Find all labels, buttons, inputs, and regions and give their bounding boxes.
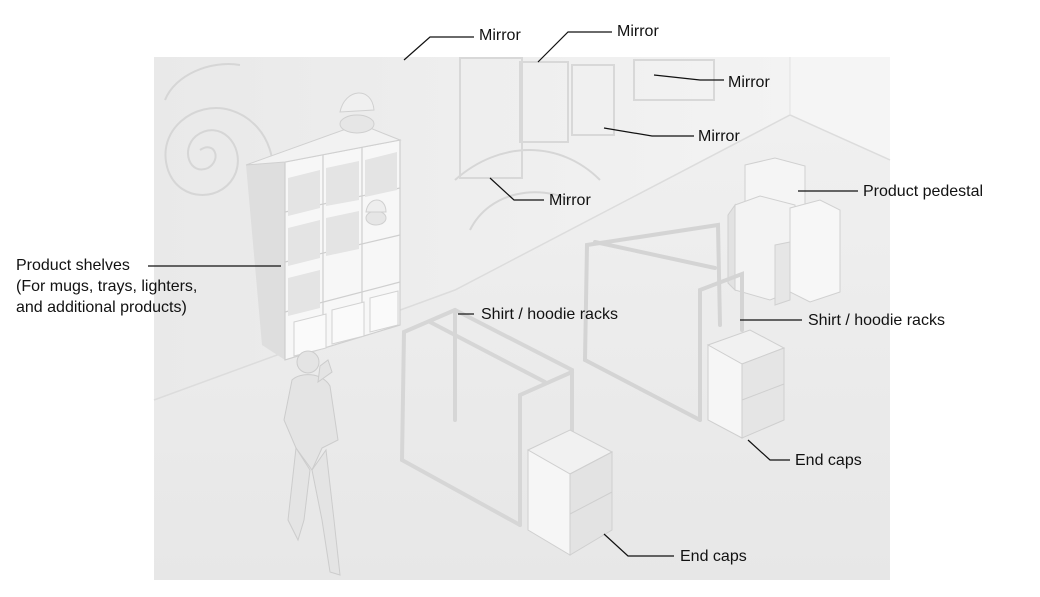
leader-mirror-5 <box>489 177 544 201</box>
leader-mirror-4 <box>603 127 694 137</box>
leader-end-caps-right <box>747 439 790 461</box>
label-end-caps-right: End caps <box>795 452 862 469</box>
product-shelves <box>245 92 402 361</box>
label-product-pedestal: Product pedestal <box>863 183 984 200</box>
leader-mirror-1 <box>403 36 474 61</box>
floor <box>154 115 890 580</box>
label-product-shelves-line-1: Product shelves <box>16 257 130 274</box>
front-clothing-rack <box>400 307 574 527</box>
mirror-panel <box>571 64 615 136</box>
leader-mirror-3 <box>653 74 724 81</box>
label-mirror-4: Mirror <box>698 128 740 145</box>
end-cap-front <box>526 429 614 556</box>
mirror-panel <box>519 61 569 143</box>
mirror-panel <box>459 57 523 179</box>
leader-mirror-2 <box>537 31 612 63</box>
label-end-caps-front: End caps <box>680 548 747 565</box>
rear-clothing-rack <box>583 222 744 422</box>
wall-swirl-relief <box>164 63 601 231</box>
right-wall <box>790 57 890 160</box>
label-racks-right: Shirt / hoodie racks <box>808 312 945 329</box>
label-mirror-3: Mirror <box>728 74 770 91</box>
product-pedestals <box>727 157 841 306</box>
label-racks-left: Shirt / hoodie racks <box>481 306 618 323</box>
label-product-shelves-line-3: and additional products) <box>16 299 187 316</box>
end-cap-right <box>706 329 786 439</box>
label-mirror-2: Mirror <box>617 23 659 40</box>
person-figure <box>283 350 341 576</box>
label-mirror-5: Mirror <box>549 192 591 209</box>
label-product-shelves: Product shelves (For mugs, trays, lighte… <box>16 255 197 318</box>
leader-end-caps-front <box>603 533 674 557</box>
label-product-shelves-line-2: (For mugs, trays, lighters, <box>16 278 198 295</box>
label-mirror-1: Mirror <box>479 27 521 44</box>
